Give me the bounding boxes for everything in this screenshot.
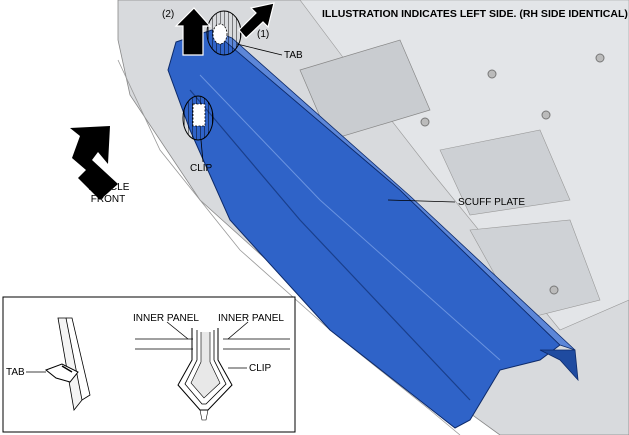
step-1-label: (1) bbox=[257, 29, 270, 40]
vehicle-label: VEHICLE bbox=[86, 182, 130, 193]
detail-box bbox=[2, 296, 296, 433]
detail-tab-label: TAB bbox=[6, 367, 25, 378]
vehicle-front-arrow bbox=[70, 126, 118, 200]
tab-label: TAB bbox=[284, 50, 303, 61]
removal-arrows bbox=[174, 2, 275, 56]
inner-panel-right-label: INNER PANEL bbox=[218, 313, 284, 324]
scuff-plate-label: SCUFF PLATE bbox=[458, 197, 526, 208]
step-2-label: (2) bbox=[162, 9, 175, 20]
front-label: FRONT bbox=[90, 194, 126, 205]
inner-panel-left-label: INNER PANEL bbox=[133, 313, 199, 324]
tab-callout bbox=[182, 10, 242, 141]
clip-label: CLIP bbox=[190, 163, 213, 174]
leader-lines bbox=[200, 43, 456, 203]
header-note: ILLUSTRATION INDICATES LEFT SIDE. (RH SI… bbox=[322, 8, 628, 20]
detail-clip-label: CLIP bbox=[249, 363, 272, 374]
